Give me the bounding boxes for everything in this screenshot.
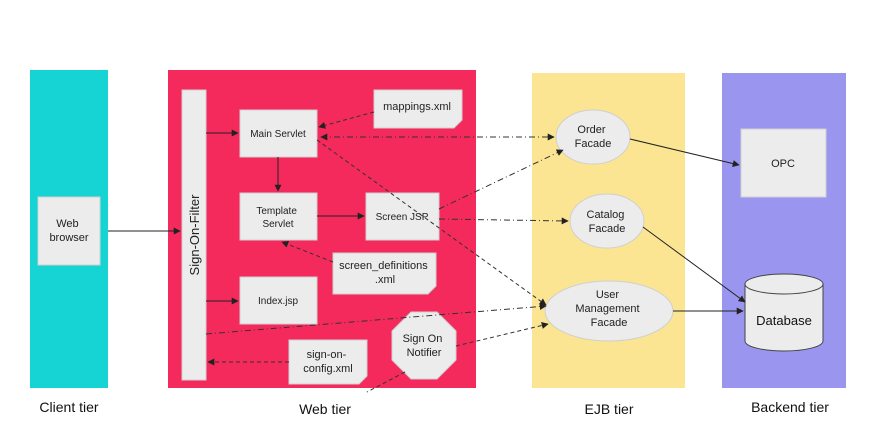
ejb-tier-label: EJB tier: [584, 401, 633, 417]
main-servlet-box: [239, 109, 318, 158]
database-label: Database: [756, 313, 812, 328]
web-browser-box: [37, 196, 101, 266]
notifier-user-facade-arrow: [455, 322, 549, 347]
order-facade-opc-arrow: [629, 138, 740, 167]
notifier-to-config-line: [366, 371, 406, 393]
sign-on-config-xml-document: [288, 339, 368, 385]
filter-user-facade-arrow: [205, 303, 547, 335]
order-facade-label: Order Facade: [575, 124, 612, 150]
order-facade-ellipse: [555, 109, 631, 165]
web-browser-label: Web browser: [49, 218, 88, 244]
index-jsp-box: [239, 276, 318, 325]
screen-jsp-catalog-facade-arrow: [438, 217, 569, 225]
sign-on-filter-bar: [181, 89, 207, 381]
catalog-facade-label: Catalog Facade: [587, 209, 628, 235]
sign-on-notifier-octagon: [391, 311, 457, 380]
template-servlet-box: [239, 192, 318, 241]
sign-on-config-xml-label: sign-on- config.xml: [303, 349, 353, 375]
web-tier-label: Web tier: [299, 401, 351, 417]
screen-jsp-label: Screen JSP: [376, 212, 429, 223]
mappings-xml-label: mappings.xml: [383, 101, 451, 113]
catalog-facade-database-arrow: [642, 226, 746, 303]
template-servlet-label: Template Servlet: [256, 206, 299, 230]
screen-definitions-to-template-arrow: [281, 241, 334, 263]
sign-on-filter-label: Sign-On-Filter: [187, 194, 202, 276]
opc-label: OPC: [771, 158, 795, 170]
screen-definitions-xml-label: screen_definitions .xml: [339, 260, 431, 286]
database-cylinder: [744, 273, 824, 352]
user-management-facade-label: User Management Facade: [575, 289, 642, 329]
main-servlet-label: Main Servlet: [250, 129, 306, 140]
client-tier-label: Client tier: [39, 399, 98, 415]
catalog-facade-ellipse: [569, 193, 645, 249]
screen-jsp-box: [365, 192, 440, 241]
screen-definitions-xml-document: [332, 252, 437, 295]
opc-box: [740, 128, 827, 198]
mappings-to-main-servlet-arrow: [318, 111, 375, 129]
backend-tier-label: Backend tier: [751, 399, 829, 415]
mappings-xml-document: [373, 89, 463, 129]
sign-on-notifier-label: Sign On Notifier: [403, 333, 446, 359]
screen-jsp-order-facade-arrow: [438, 149, 564, 210]
index-jsp-label: Index.jsp: [258, 296, 298, 307]
main-servlet-user-facade-arrow: [316, 139, 547, 306]
